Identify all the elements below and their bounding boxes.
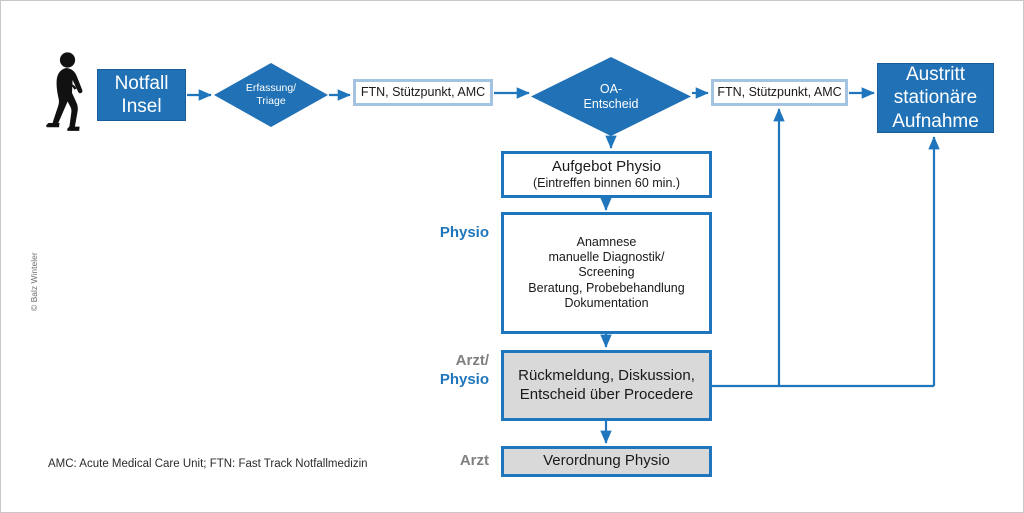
footnote-text: AMC: Acute Medical Care Unit; FTN: Fast … — [48, 458, 368, 470]
copyright-text: © Balz Winteler — [29, 252, 39, 311]
node-notfall-insel[interactable]: Notfall Insel — [97, 69, 186, 121]
lane-label-arzt-text: Arzt — [459, 452, 489, 469]
node-aufgebot-physio[interactable]: Aufgebot Physio (Eintreffen binnen 60 mi… — [501, 151, 712, 198]
node-anamnese-line3: Screening — [578, 265, 635, 280]
node-rueckmeldung[interactable]: Rückmeldung, Diskussion, Entscheid über … — [501, 350, 712, 421]
node-ftn-right-label: FTN, Stützpunkt, AMC — [717, 84, 842, 99]
node-ftn-left[interactable]: FTN, Stützpunkt, AMC — [353, 79, 493, 106]
node-austritt-line2: stationäre — [893, 87, 978, 109]
node-austritt[interactable]: Austritt stationäre Aufnahme — [877, 63, 994, 133]
node-notfall-insel-line1: Notfall — [114, 72, 169, 94]
lane-label-arzt-physio: Arzt/ Physio — [379, 352, 489, 390]
node-anamnese-line5: Dokumentation — [564, 295, 649, 310]
node-ftn-right[interactable]: FTN, Stützpunkt, AMC — [711, 79, 848, 106]
copyright-notice: © Balz Winteler — [29, 252, 39, 311]
lane-label-arzt-physio-line2: Physio — [439, 370, 489, 388]
node-anamnese-line2: manuelle Diagnostik/ — [548, 250, 665, 265]
node-oa-entscheid-line1: OA- — [599, 81, 623, 96]
node-rueckmeldung-line1: Rückmeldung, Diskussion, — [518, 367, 695, 385]
lane-label-arzt-physio-line1: Arzt/ — [455, 352, 489, 369]
node-verordnung-physio-label: Verordnung Physio — [543, 452, 670, 470]
node-notfall-insel-line2: Insel — [121, 96, 162, 117]
walking-person-icon — [45, 51, 93, 135]
node-oa-entscheid[interactable]: OA- Entscheid — [531, 57, 691, 136]
node-verordnung-physio[interactable]: Verordnung Physio — [501, 446, 712, 477]
node-anamnese[interactable]: Anamnese manuelle Diagnostik/ Screening … — [501, 212, 712, 334]
node-austritt-line3: Aufnahme — [892, 110, 979, 132]
node-erfassung-triage[interactable]: Erfassung/ Triage — [214, 63, 328, 127]
node-austritt-line1: Austritt — [905, 64, 966, 86]
node-aufgebot-physio-line2: (Eintreffen binnen 60 min.) — [532, 176, 681, 191]
lane-label-arzt: Arzt — [399, 452, 489, 471]
node-anamnese-line4: Beratung, Probebehandlung — [528, 280, 685, 295]
node-rueckmeldung-line2: Entscheid über Procedere — [519, 385, 694, 403]
node-aufgebot-physio-line1: Aufgebot Physio — [551, 157, 662, 175]
node-oa-entscheid-line2: Entscheid — [583, 96, 639, 111]
lane-label-physio: Physio — [399, 224, 489, 243]
node-anamnese-line1: Anamnese — [576, 234, 637, 249]
node-erfassung-triage-line1: Erfassung/ — [245, 82, 297, 95]
footnote-abbreviations: AMC: Acute Medical Care Unit; FTN: Fast … — [48, 458, 368, 470]
node-ftn-left-label: FTN, Stützpunkt, AMC — [360, 84, 486, 99]
node-erfassung-triage-line2: Triage — [256, 95, 286, 107]
lane-label-physio-text: Physio — [439, 224, 489, 241]
